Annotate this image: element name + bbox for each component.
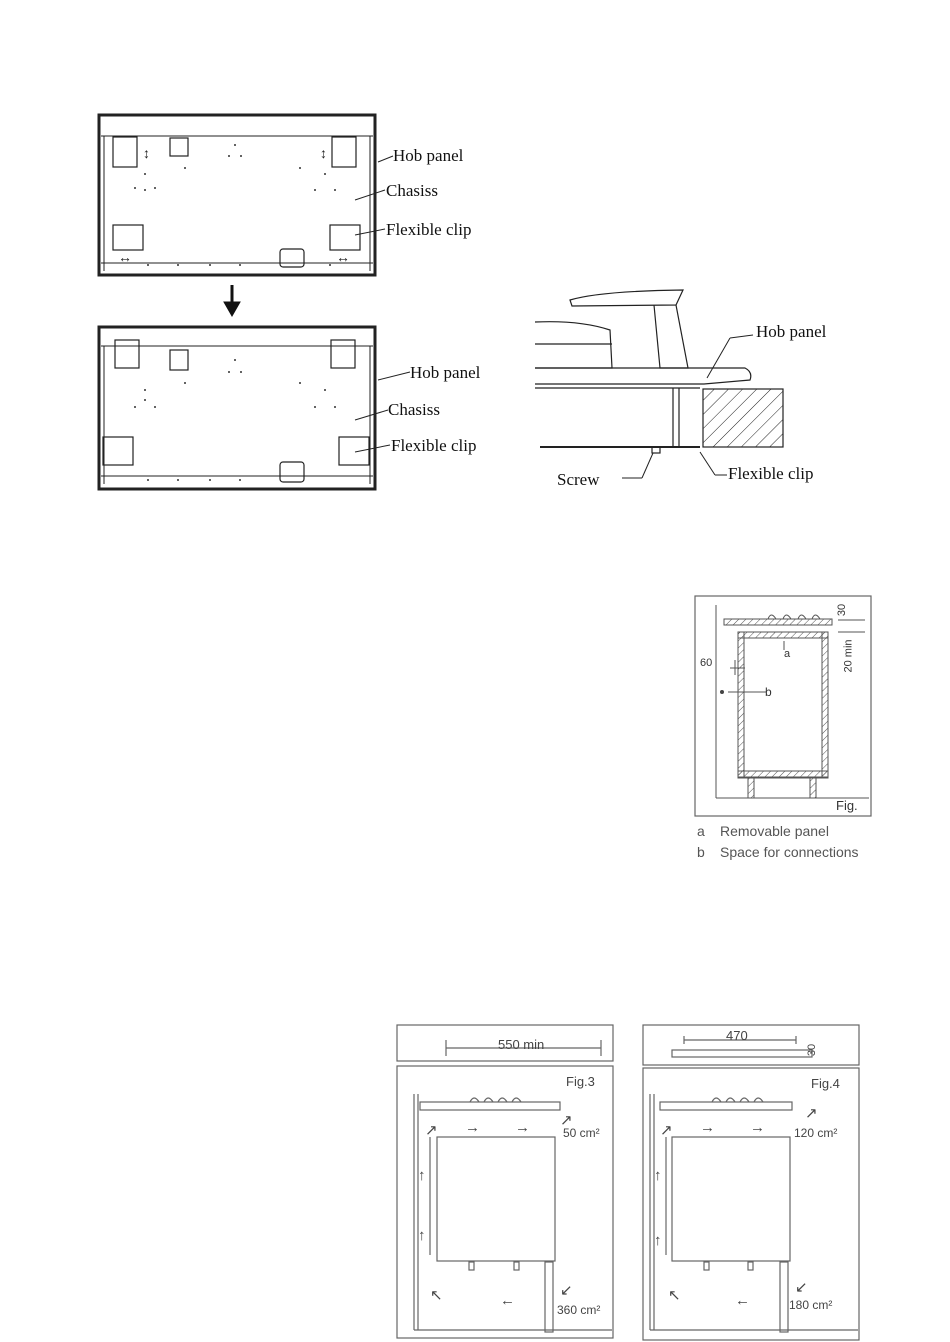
svg-text:↔: ↔ — [118, 249, 132, 265]
section-screw-label: Screw — [557, 470, 599, 490]
chassis-label-top: Chasiss — [386, 181, 438, 201]
hob-panel-label-top: Hob panel — [393, 146, 463, 166]
svg-text:↔: ↔ — [336, 249, 350, 265]
fig3-vent-top: 50 cm² — [563, 1126, 600, 1140]
svg-text:→: → — [515, 1119, 530, 1136]
cabinet-marker-a: a — [784, 648, 790, 660]
svg-text:↖: ↖ — [430, 1287, 443, 1304]
svg-text:↑: ↑ — [654, 1232, 662, 1249]
svg-text:↙: ↙ — [795, 1279, 808, 1296]
cabinet-dim-60: 60 — [700, 657, 712, 669]
section-flexible-clip-label: Flexible clip — [728, 464, 813, 484]
svg-text:↕: ↕ — [320, 145, 327, 161]
svg-text:→: → — [465, 1119, 480, 1136]
fig4-title: Fig.4 — [811, 1076, 840, 1091]
svg-text:↖: ↖ — [668, 1287, 681, 1304]
svg-text:↗: ↗ — [425, 1122, 438, 1139]
legend-key-a: a — [697, 823, 705, 839]
flexible-clip-label-top: Flexible clip — [386, 220, 471, 240]
cabinet-fig-label: Fig. — [836, 798, 858, 813]
fig3-title: Fig.3 — [566, 1074, 595, 1089]
section-hob-panel-label: Hob panel — [756, 322, 826, 342]
svg-text:←: ← — [735, 1292, 750, 1309]
fig3-dim-top: 550 min — [498, 1037, 544, 1052]
svg-text:↙: ↙ — [560, 1282, 573, 1299]
fig4-vent-top: 120 cm² — [794, 1126, 837, 1140]
cabinet-dim-20min: 20 min — [843, 639, 855, 672]
svg-text:↗: ↗ — [805, 1105, 818, 1122]
svg-text:↗: ↗ — [660, 1122, 673, 1139]
svg-text:↑: ↑ — [418, 1167, 426, 1184]
fig3-vent-bottom: 360 cm² — [557, 1303, 600, 1317]
cabinet-marker-b: b — [765, 685, 772, 699]
svg-text:←: ← — [500, 1292, 515, 1309]
cabinet-dim-30: 30 — [836, 604, 848, 616]
svg-text:→: → — [750, 1119, 765, 1136]
chassis-label-bottom: Chasiss — [388, 400, 440, 420]
legend-text-b: Space for connections — [720, 844, 859, 860]
svg-text:↕: ↕ — [143, 145, 150, 161]
svg-text:↑: ↑ — [418, 1227, 426, 1244]
fig4-vent-bottom: 180 cm² — [789, 1298, 832, 1312]
fig4-dim-top: 470 — [726, 1028, 748, 1043]
flexible-clip-label-bottom: Flexible clip — [391, 436, 476, 456]
hob-panel-label-bottom: Hob panel — [410, 363, 480, 383]
svg-text:→: → — [700, 1119, 715, 1136]
svg-text:↑: ↑ — [654, 1167, 662, 1184]
legend-key-b: b — [697, 844, 705, 860]
fig4-dim-side: 30 — [806, 1044, 818, 1056]
legend-text-a: Removable panel — [720, 823, 829, 839]
